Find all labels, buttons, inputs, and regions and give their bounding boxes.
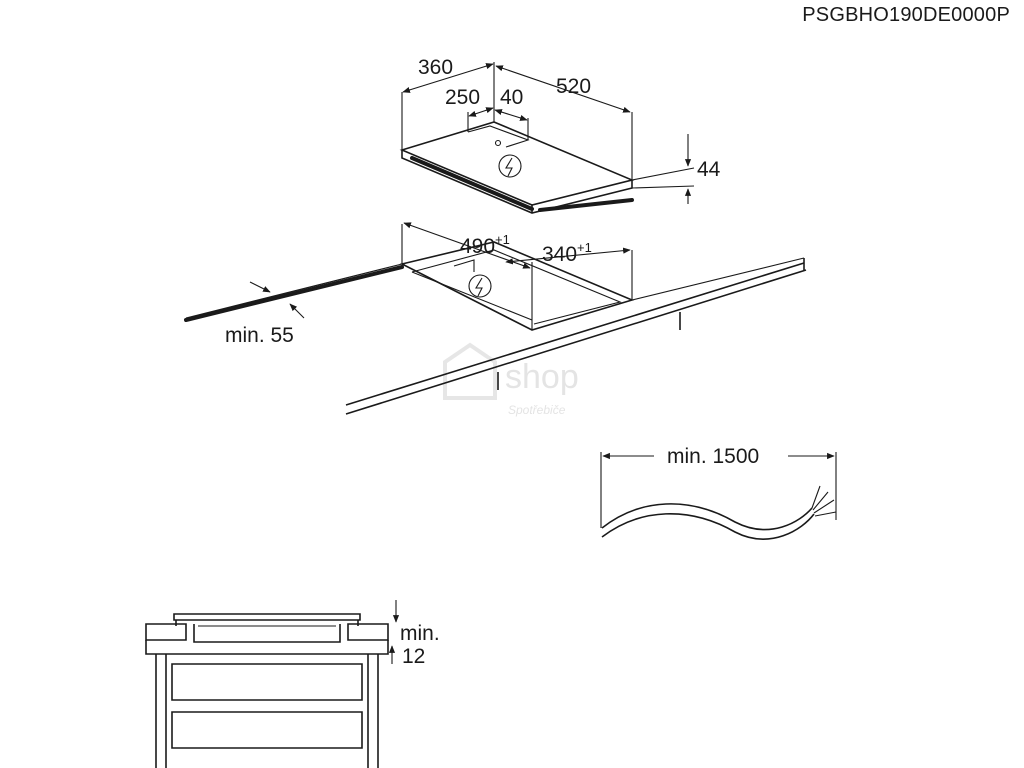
watermark: shop Spotřebiče bbox=[443, 342, 579, 417]
dim-250: 250 bbox=[445, 86, 480, 109]
watermark-brand: shop bbox=[505, 358, 579, 396]
cutout-dimension-lines bbox=[249, 222, 633, 330]
dim-44: 44 bbox=[697, 158, 721, 181]
hob-dimension-lines bbox=[401, 62, 695, 204]
worktop-cutout bbox=[399, 241, 635, 331]
worktop bbox=[184, 257, 807, 415]
cabinet-cross-section bbox=[145, 600, 400, 768]
dim-min-1500: min. 1500 bbox=[667, 445, 759, 468]
dim-490: 490+1 bbox=[460, 232, 510, 258]
cutout-electric-icon bbox=[468, 274, 492, 298]
dim-min-55: min. 55 bbox=[225, 324, 294, 347]
hob-unit bbox=[399, 121, 635, 214]
electric-icon bbox=[498, 154, 522, 178]
dim-clearance-value: 12 bbox=[402, 645, 425, 668]
dim-340: 340+1 bbox=[542, 240, 592, 266]
dim-360: 360 bbox=[418, 56, 453, 79]
watermark-sub: Spotřebiče bbox=[508, 403, 566, 417]
dim-clearance-label: min. bbox=[400, 622, 440, 645]
product-code: PSGBHO190DE0000P bbox=[802, 4, 1010, 26]
power-cable bbox=[600, 452, 837, 540]
dim-520: 520 bbox=[556, 75, 591, 98]
dim-40: 40 bbox=[500, 86, 523, 109]
